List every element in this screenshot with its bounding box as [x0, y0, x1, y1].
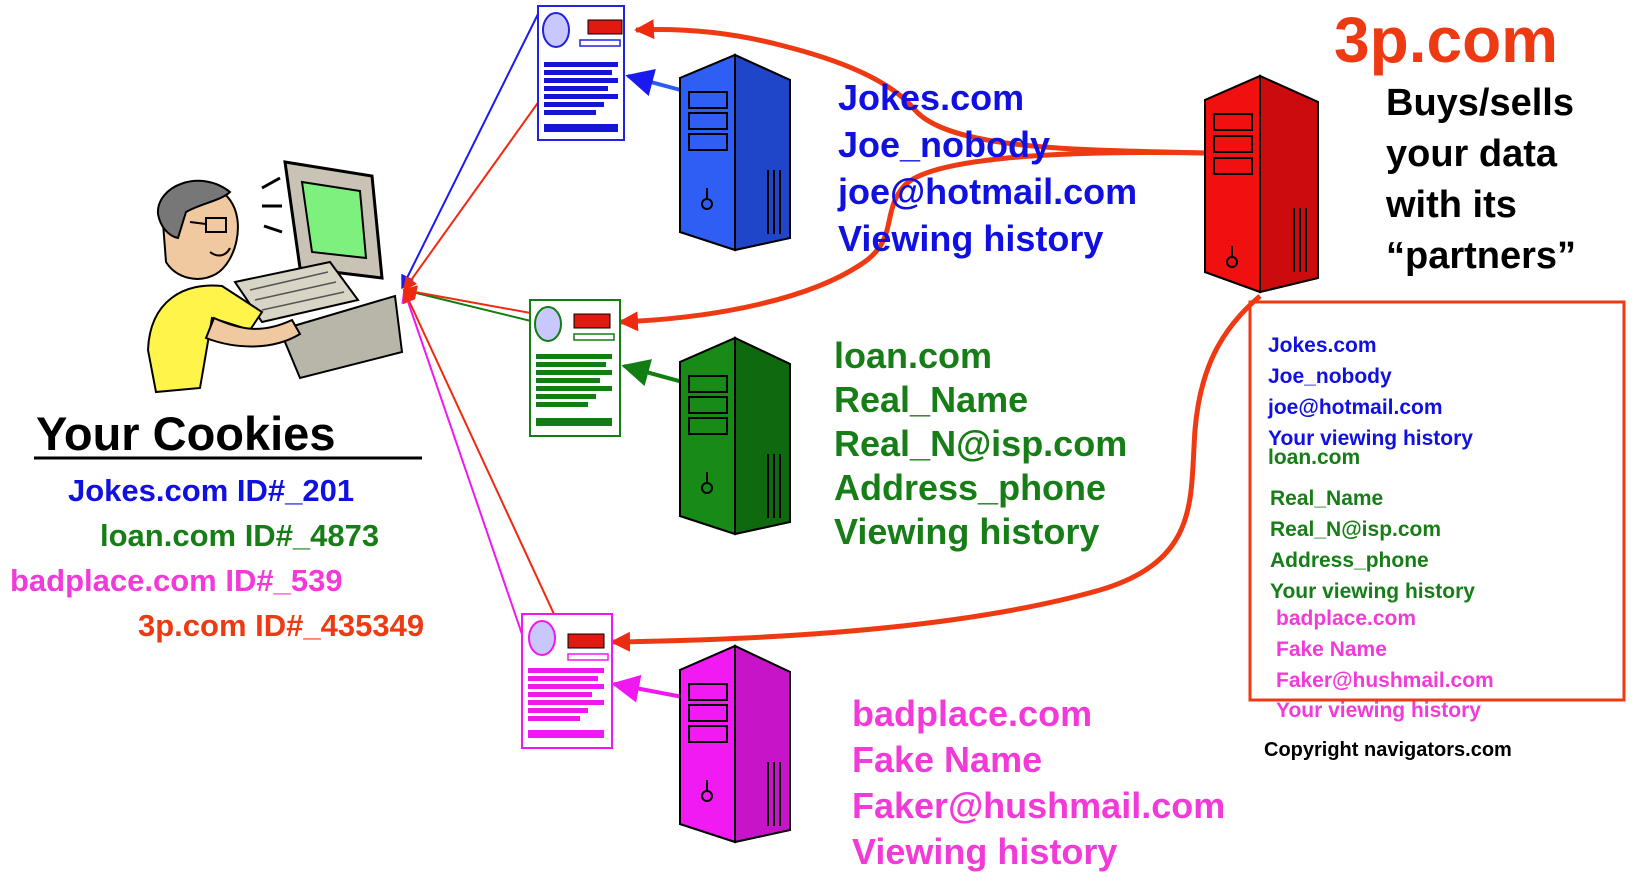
- web-page-icon: [529, 299, 621, 437]
- arrow-badplace-server: [611, 674, 689, 703]
- box-item: Faker@hushmail.com: [1276, 669, 1494, 692]
- web-page-icon: [521, 613, 613, 749]
- server-to-page-arrows: [611, 68, 691, 703]
- box-item: Real_Name: [1270, 487, 1384, 510]
- box-item: Fake Name: [1276, 638, 1387, 661]
- box-item: Your viewing history: [1268, 427, 1473, 450]
- third-party-description-4: “partners”: [1386, 235, 1577, 277]
- user-at-computer-icon: [146, 160, 404, 394]
- cookie-entry-jokes: Jokes.com ID#_201: [68, 473, 355, 508]
- arrow-loan-green: [402, 286, 536, 323]
- site-loan-line-4: Address_phone: [834, 467, 1107, 508]
- arrow-badplace-red: [402, 288, 567, 641]
- connection-3p-to-jokes-page: [634, 19, 1206, 156]
- box-item: Address_phone: [1270, 549, 1429, 572]
- third-party-description-2: your data: [1386, 133, 1558, 175]
- cookie-entry-badplace: badplace.com ID#_539: [10, 563, 343, 598]
- third-party-data-box: [1248, 300, 1626, 702]
- box-item: Real_N@isp.com: [1270, 518, 1442, 541]
- box-item: Jokes.com: [1268, 334, 1377, 357]
- connection-3p-to-loan-page: [618, 149, 1206, 332]
- third-party-connections: [610, 19, 1262, 652]
- web-page-icon: [537, 5, 625, 141]
- box-item: Your viewing history: [1276, 699, 1481, 722]
- box-item: Joe_nobody: [1268, 365, 1392, 388]
- arrow-jokes-server: [625, 68, 689, 97]
- cookie-entry-3p: 3p.com ID#_435349: [138, 608, 425, 643]
- arrow-badplace-pink: [401, 288, 525, 641]
- site-loan-line-1: loan.com: [834, 335, 993, 376]
- site-loan-line-3: Real_N@isp.com: [834, 423, 1128, 464]
- box-item: badplace.com: [1276, 607, 1417, 630]
- site-loan-line-2: Real_Name: [834, 379, 1029, 420]
- site-badplace-line-3: Faker@hushmail.com: [852, 785, 1226, 826]
- site-loan-line-5: Viewing history: [834, 511, 1100, 552]
- server-tower-icon: [679, 53, 791, 252]
- connection-3p-to-badplace-page: [610, 294, 1262, 652]
- site-jokes-line-1: Jokes.com: [838, 77, 1025, 118]
- site-jokes-line-4: Viewing history: [838, 218, 1104, 259]
- server-tower-icon: [679, 644, 791, 844]
- site-badplace-line-1: badplace.com: [852, 693, 1093, 734]
- cookies-title: Your Cookies: [36, 407, 336, 460]
- third-party-description-3: with its: [1386, 184, 1517, 226]
- site-jokes-line-3: joe@hotmail.com: [838, 171, 1138, 212]
- third-party-name: 3p.com: [1334, 4, 1559, 76]
- server-tower-icon: [1204, 74, 1319, 294]
- site-badplace-line-4: Viewing history: [852, 831, 1118, 872]
- box-item: loan.com: [1268, 446, 1361, 469]
- copyright: Copyright navigators.com: [1264, 739, 1512, 761]
- site-badplace-line-2: Fake Name: [852, 739, 1043, 780]
- server-tower-icon: [679, 336, 791, 536]
- cookie-entry-loan: loan.com ID#_4873: [100, 518, 380, 553]
- site-jokes-line-2: Joe_nobody: [838, 124, 1051, 165]
- arrow-jokes-blue: [401, 9, 541, 290]
- box-item: joe@hotmail.com: [1268, 396, 1443, 419]
- box-item: Your viewing history: [1270, 580, 1475, 603]
- third-party-description-1: Buys/sells: [1386, 82, 1574, 124]
